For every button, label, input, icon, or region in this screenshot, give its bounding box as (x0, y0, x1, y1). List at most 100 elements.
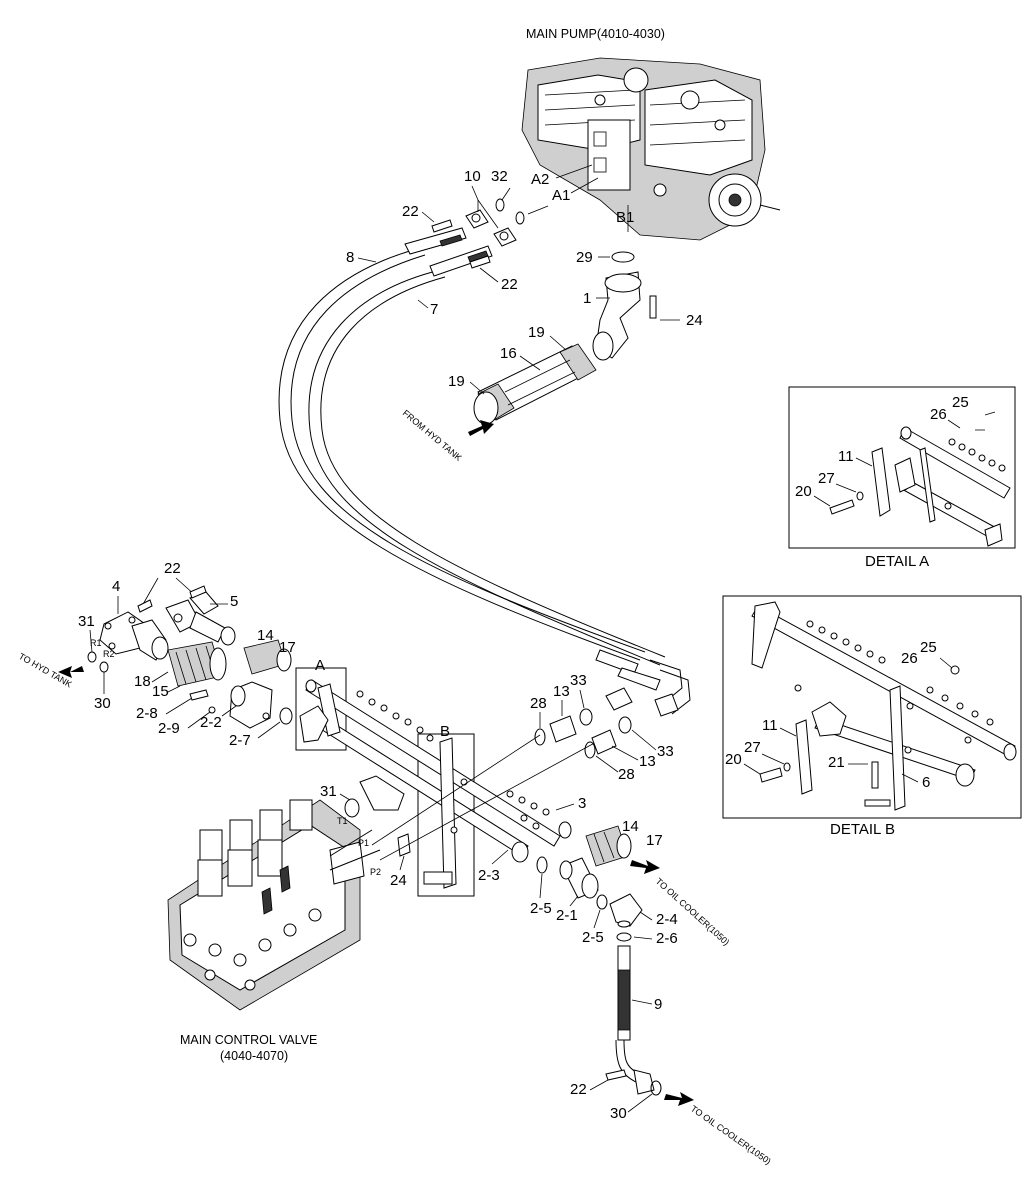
callout-2-4: 2-4 (656, 911, 678, 928)
port-label-p2: P2 (370, 867, 381, 877)
bolt-22-left-b (189, 585, 207, 599)
o-ring-30-bottom (650, 1080, 662, 1096)
o-ring-29 (611, 251, 635, 263)
section-label-b: B (440, 723, 450, 740)
callout-14-left: 14 (257, 627, 274, 644)
callout-2-5-left: 2-5 (530, 900, 552, 917)
hose-14-right (585, 825, 632, 867)
callout-33-lower: 33 (657, 743, 674, 760)
callout-27-detail-b: 27 (744, 739, 761, 756)
bolt-22-upper (431, 219, 453, 233)
detail-a-drawing (829, 411, 1011, 547)
suction-elbow-1 (592, 271, 642, 361)
return-elbow-5 (165, 591, 236, 646)
callout-22-bottom: 22 (570, 1081, 587, 1098)
detail-b-caption: DETAIL B (830, 821, 895, 838)
bolt-24-upper (649, 295, 657, 319)
o-ring-31-left (87, 651, 97, 663)
callout-10: 10 (464, 168, 481, 185)
callout-32: 32 (491, 168, 508, 185)
callout-17-right: 17 (646, 832, 663, 849)
callout-22-left: 22 (164, 560, 181, 577)
callout-2-2: 2-2 (200, 714, 222, 731)
from-hyd-tank-arrow (468, 420, 494, 436)
callout-28-lower: 28 (618, 766, 635, 783)
callout-11-detail-b: 11 (762, 717, 778, 734)
callout-16: 16 (500, 345, 517, 362)
callout-9: 9 (654, 996, 662, 1013)
mcv-title-line2: (4040-4070) (220, 1049, 288, 1063)
split-flanges-10 (465, 209, 517, 247)
port-label-p1: P1 (358, 838, 369, 848)
callout-2-8: 2-8 (136, 705, 158, 722)
hose-14-left (243, 639, 292, 675)
to-oil-cooler-note-2: TO OIL COOLER(1050) (689, 1103, 773, 1166)
callout-13-lower: 13 (639, 753, 656, 770)
callout-8: 8 (346, 249, 354, 266)
callout-27-detail-a: 27 (818, 470, 835, 487)
port-label-a2: A2 (531, 171, 549, 188)
pipe-bundle (299, 679, 572, 889)
bolt-22-bottom (605, 1069, 627, 1081)
section-label-a: A (315, 657, 325, 674)
o-ring-31-right (344, 798, 360, 818)
callout-2-9: 2-9 (158, 720, 180, 737)
mcv-title-line1: MAIN CONTROL VALVE (180, 1033, 317, 1047)
callout-17-left: 17 (279, 639, 296, 656)
o-ring-2-6 (616, 932, 632, 942)
check-valve-2-1 (559, 857, 599, 899)
callout-28-upper: 28 (530, 695, 547, 712)
o-ring-2-7 (279, 707, 293, 725)
hose-9 (615, 945, 655, 1095)
callout-6: 6 (922, 774, 930, 791)
o-ring-28-lower (584, 741, 596, 759)
callout-22-upper: 22 (402, 203, 419, 220)
bolt-22-lower (469, 255, 491, 269)
callout-20-detail-b: 20 (725, 751, 742, 768)
callout-29: 29 (576, 249, 593, 266)
o-ring-33-upper (579, 708, 593, 726)
callout-11-detail-a: 11 (838, 448, 854, 465)
flange-2-2 (229, 681, 273, 729)
suction-hose-16 (473, 343, 597, 425)
callout-2-7: 2-7 (229, 732, 251, 749)
port-label-b1: B1 (616, 209, 634, 226)
o-ring-30-left (99, 661, 109, 673)
callout-30-bottom: 30 (610, 1105, 627, 1122)
callout-2-3: 2-3 (478, 867, 500, 884)
callout-25-detail-a: 25 (952, 394, 969, 411)
callout-25-detail-b: 25 (920, 639, 937, 656)
callout-3: 3 (578, 795, 586, 812)
port-label-t1: T1 (337, 816, 348, 826)
adapter-13-upper (549, 715, 577, 743)
callout-20-detail-a: 20 (795, 483, 812, 500)
callout-26-detail-a: 26 (930, 406, 947, 423)
callout-33-upper: 33 (570, 672, 587, 689)
bolt-2-8 (189, 689, 209, 701)
from-hyd-tank-note: FROM HYD TANK (401, 408, 464, 463)
callout-24-lower: 24 (390, 872, 407, 889)
adapter-13-lower (591, 729, 617, 755)
to-hyd-tank-arrow (58, 666, 84, 678)
callout-4: 4 (112, 578, 120, 595)
o-ring-2-5-right (596, 894, 608, 910)
o-ring-33-lower (618, 716, 632, 734)
callout-2-6: 2-6 (656, 930, 678, 947)
callout-19-upper: 19 (528, 324, 545, 341)
callout-7: 7 (430, 301, 438, 318)
detail-b-drawing (751, 601, 1017, 811)
main-pump-title: MAIN PUMP(4010-4030) (526, 27, 665, 41)
callout-24-upper: 24 (686, 312, 703, 329)
callout-14-right: 14 (622, 818, 639, 835)
port-label-a1: A1 (552, 187, 570, 204)
elbow-2-4 (609, 893, 643, 928)
o-ring-32 (495, 198, 505, 212)
callout-30-left: 30 (94, 695, 111, 712)
main-control-valve-drawing (167, 799, 381, 1011)
bolt-22-left-a (137, 599, 153, 613)
return-elbow-4 (99, 611, 169, 661)
detail-a-caption: DETAIL A (865, 553, 929, 570)
callout-5: 5 (230, 593, 238, 610)
callout-15: 15 (152, 683, 169, 700)
o-ring-28-upper (534, 728, 546, 746)
